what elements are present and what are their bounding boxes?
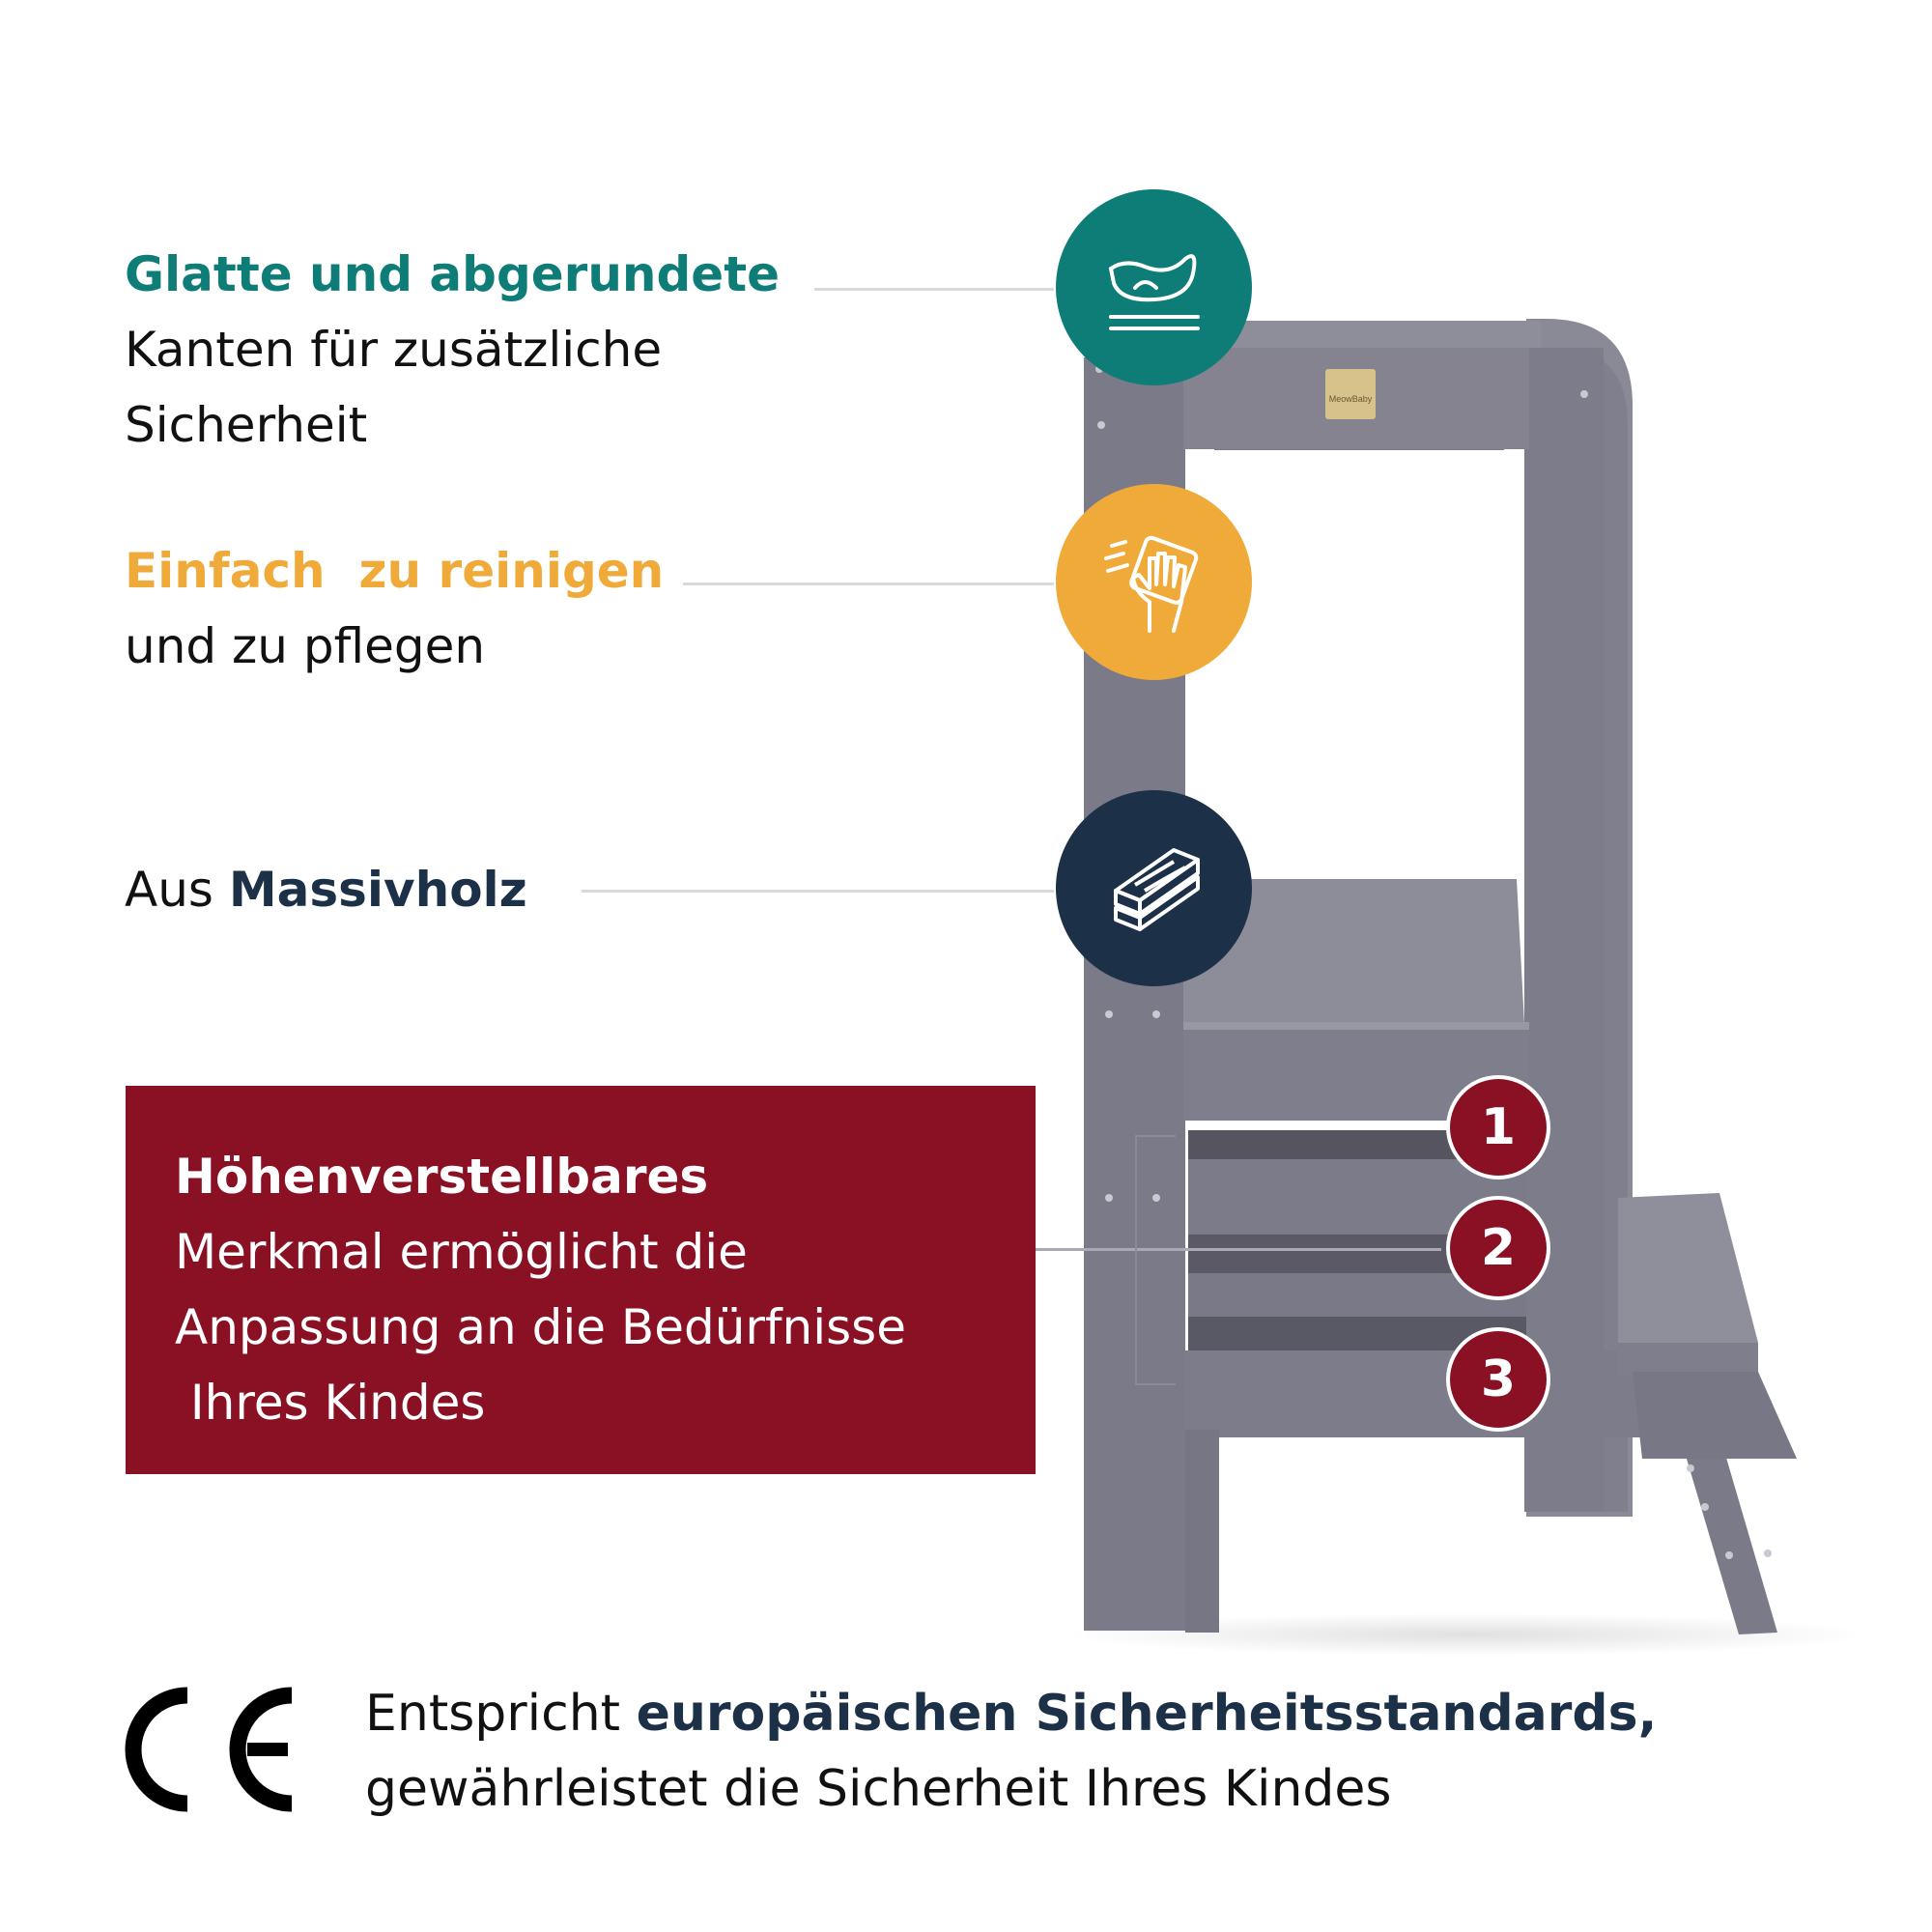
feature-easy-clean-line2: und zu pflegen xyxy=(125,618,486,674)
feature-solid-wood-prefix: Aus xyxy=(125,862,229,918)
wood-planks-icon-badge xyxy=(1056,790,1252,986)
height-adjust-line2: Merkmal ermöglicht die xyxy=(175,1224,748,1280)
feature-smooth-edges-line2: Kanten für zusätzliche xyxy=(125,322,663,378)
height-adjust-line3: Anpassung an die Bedürfnisse xyxy=(175,1299,906,1355)
feature-smooth-edges: Glatte und abgerundete Kanten für zusätz… xyxy=(125,237,780,463)
feature-solid-wood-title: Massivholz xyxy=(228,862,527,918)
feature-easy-clean: Einfach zu reinigen und zu pflegen xyxy=(125,533,664,684)
ce-text-line2: gewährleistet die Sicherheit Ihres Kinde… xyxy=(365,1760,1392,1818)
position-badge-3: 3 xyxy=(1450,1331,1547,1428)
connector-line-3 xyxy=(582,890,1054,893)
brand-logo-plate xyxy=(1325,369,1376,419)
ce-text-highlight: europäischen Sicherheitsstandards, xyxy=(636,1685,1658,1743)
cleaning-hand-icon-badge xyxy=(1056,484,1252,680)
feature-easy-clean-title: Einfach zu reinigen xyxy=(125,543,665,599)
connector-line-2 xyxy=(683,582,1054,585)
feature-solid-wood: Aus Massivholz xyxy=(125,852,527,927)
feature-smooth-edges-line3: Sicherheit xyxy=(125,397,368,453)
wood-planks-icon xyxy=(1113,847,1200,931)
brand-label: MeowBaby xyxy=(1329,394,1373,404)
ce-compliance-text: Entspricht europäischen Sicherheitsstand… xyxy=(365,1676,1657,1827)
ce-text-prefix: Entspricht xyxy=(365,1685,637,1743)
height-adjust-line4: Ihres Kindes xyxy=(175,1375,486,1431)
height-adjust-panel: Höhenverstellbares Merkmal ermöglicht di… xyxy=(126,1086,1036,1474)
connector-line-1 xyxy=(814,288,1054,291)
height-adjust-title: Höhenverstellbares xyxy=(175,1149,709,1205)
smooth-edge-icon-badge xyxy=(1056,189,1252,385)
ce-mark-logo: CE xyxy=(125,1687,293,1812)
adjust-bracket xyxy=(1135,1135,1176,1385)
feature-smooth-edges-title: Glatte und abgerundete xyxy=(125,246,781,302)
connector-line-4 xyxy=(1036,1248,1441,1251)
position-badge-2: 2 xyxy=(1450,1200,1547,1296)
cleaning-hand-icon xyxy=(1103,535,1198,633)
position-badge-1: 1 xyxy=(1450,1079,1547,1176)
learning-tower-image: MeowBaby xyxy=(1063,319,1855,1656)
smooth-edge-icon xyxy=(1108,253,1200,330)
